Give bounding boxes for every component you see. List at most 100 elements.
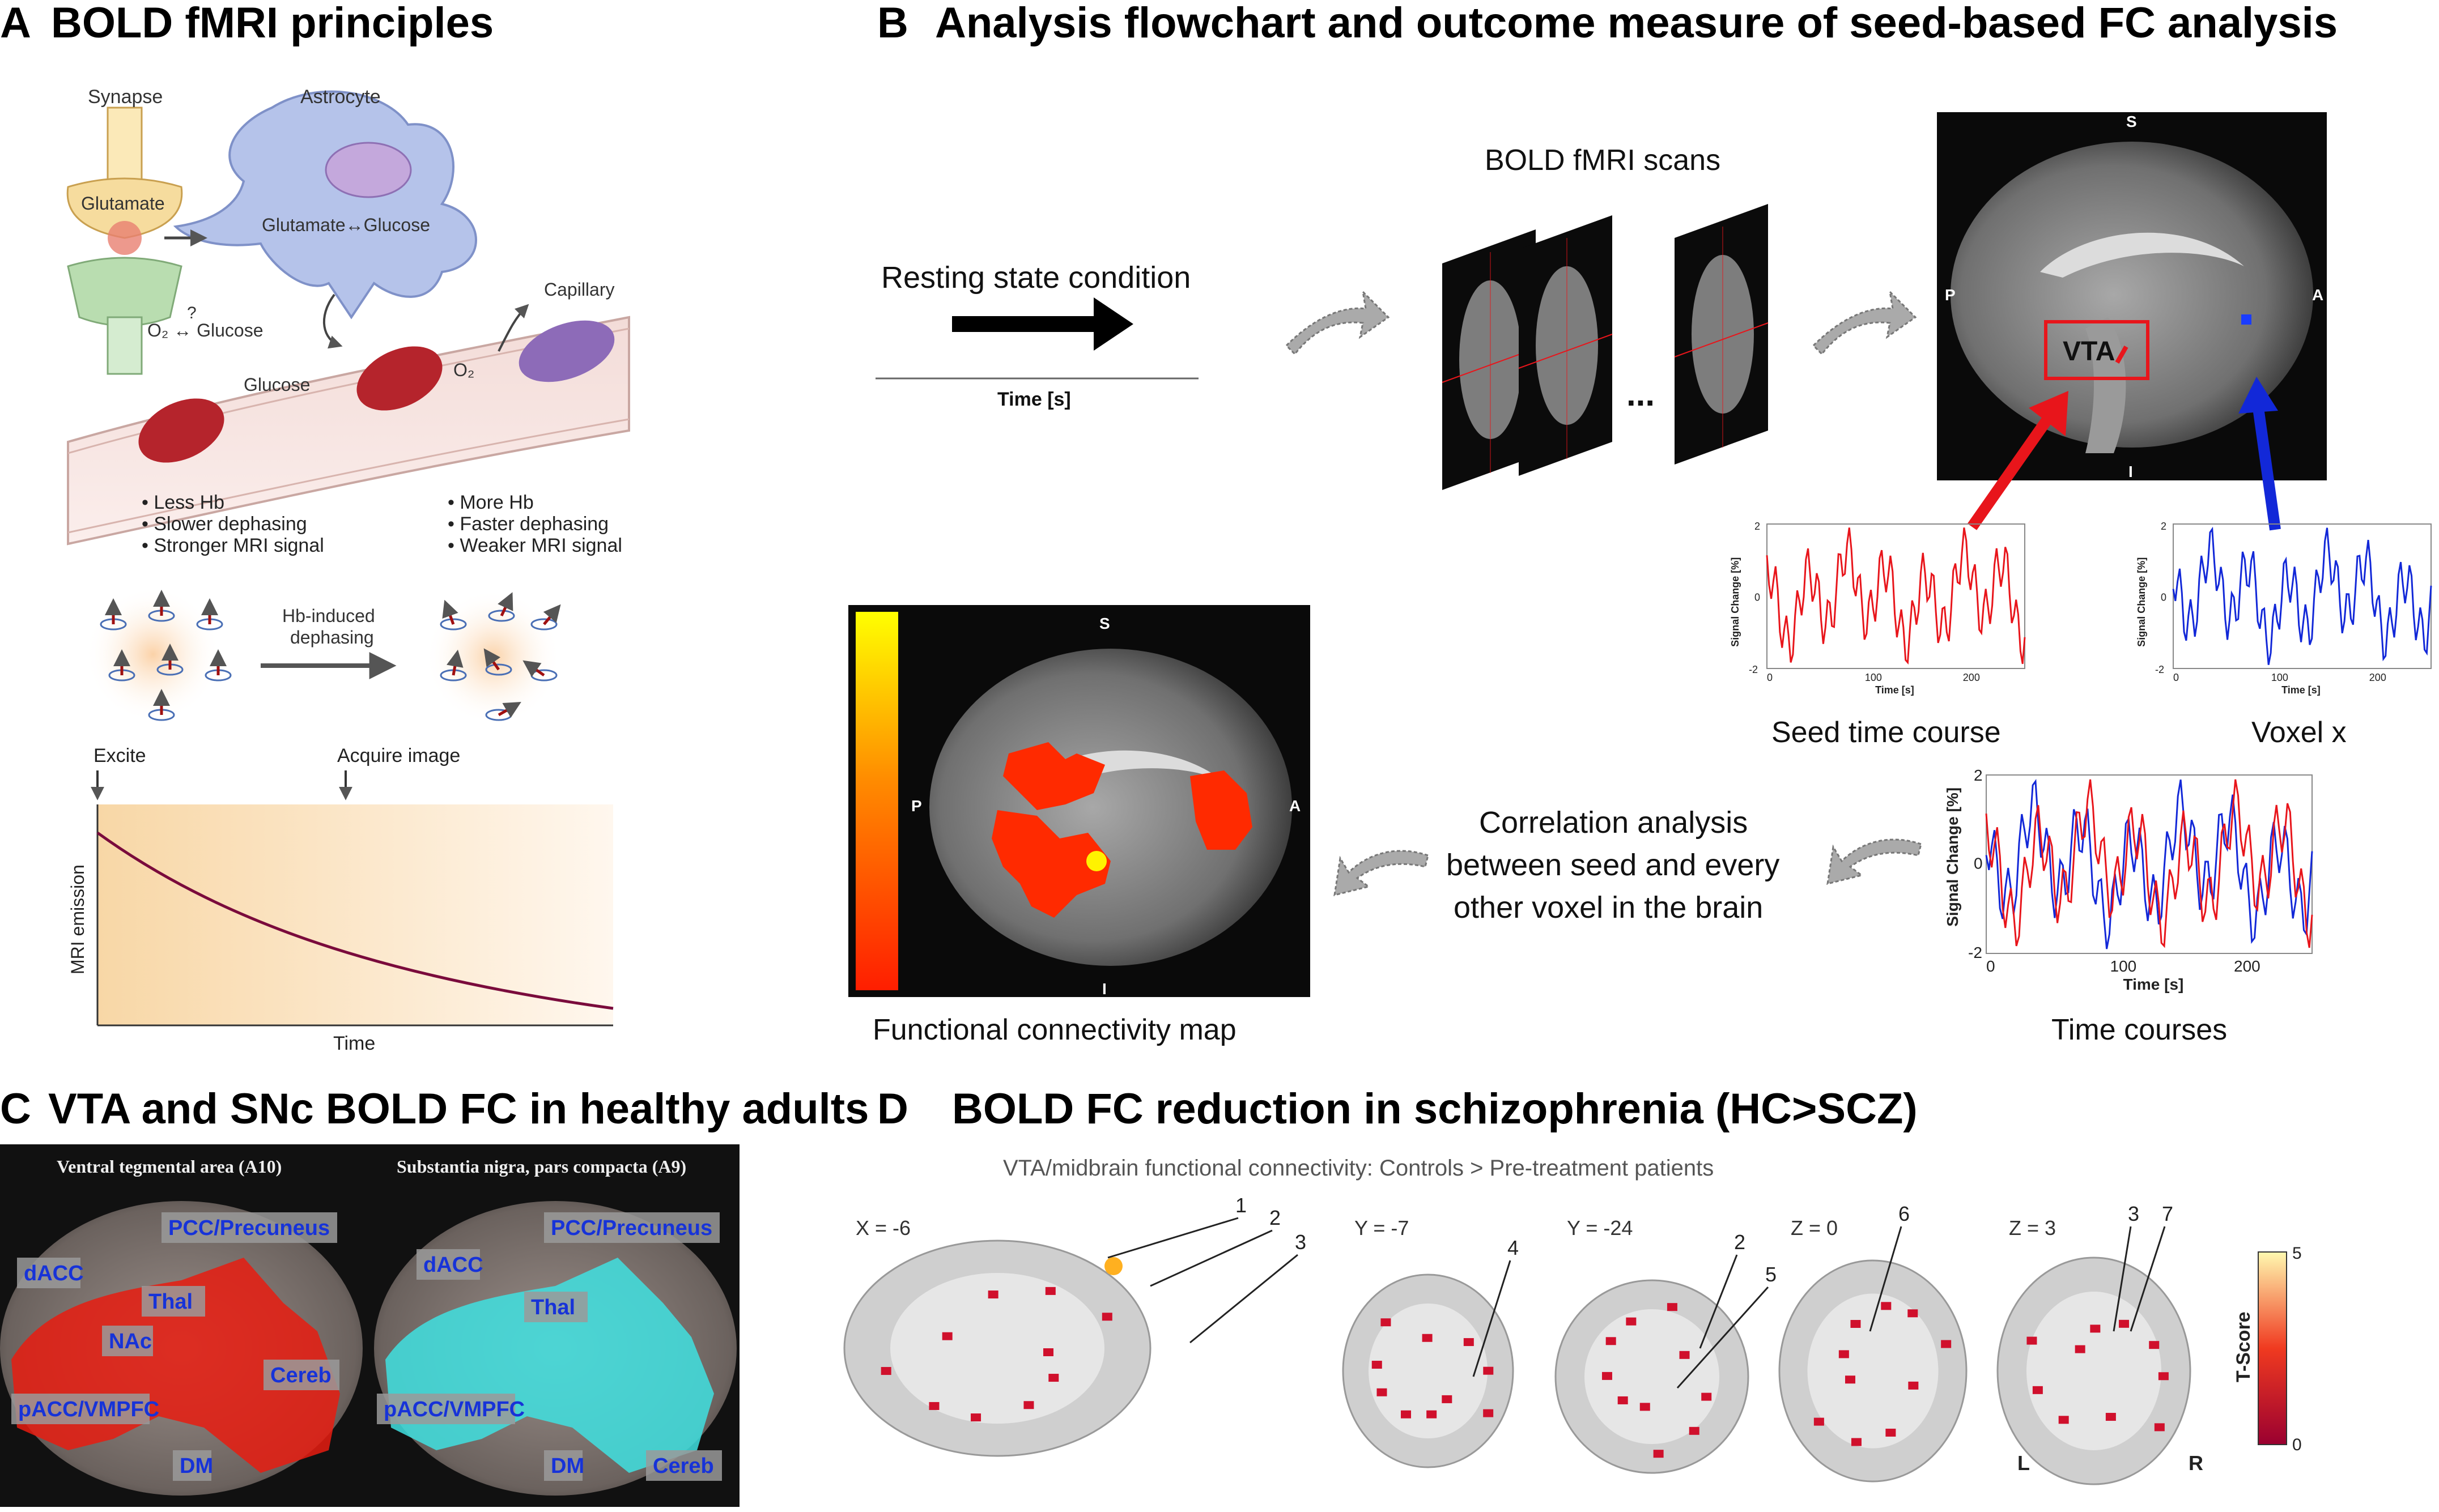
svg-text:• Weaker MRI signal: • Weaker MRI signal <box>448 535 622 556</box>
x-axis-label: Time [s] <box>1875 684 1914 696</box>
activation-blob <box>1483 1409 1494 1417</box>
activation-blob <box>1845 1375 1855 1384</box>
plot-frame <box>1986 774 2313 954</box>
slice-coordinate-label: Y = -24 <box>1567 1216 1633 1240</box>
synapse-icon <box>66 107 183 375</box>
activation-blob <box>1401 1410 1412 1419</box>
resting-arrow-head-icon <box>1094 297 1133 351</box>
question-mark: ? <box>187 304 197 322</box>
region-label-box <box>162 1212 337 1243</box>
x-tick-0: 0 <box>1767 672 1773 683</box>
region-label: DM <box>180 1454 213 1478</box>
y-axis-label: Signal Change [%] <box>1730 557 1741 647</box>
bold-scan-slice <box>1518 215 1613 476</box>
spin-arrow-icon <box>498 701 521 718</box>
y-tick-0: 0 <box>1754 592 1760 603</box>
fc-cluster <box>992 810 1111 918</box>
seed-brain-shape <box>1951 142 2313 448</box>
slice-coordinate-label: X = -6 <box>856 1216 911 1240</box>
activation-blob <box>971 1413 981 1422</box>
time-series-line <box>2172 526 2432 665</box>
panel-b-title: Analysis flowchart and outcome measure o… <box>935 0 2338 47</box>
callout-line <box>1189 1254 1298 1344</box>
region-label: dACC <box>24 1262 84 1285</box>
callout-number: 7 <box>2162 1202 2173 1225</box>
region-label: Thal <box>148 1290 193 1314</box>
svg-text:• More Hb: • More Hb <box>448 492 534 513</box>
activation-blob <box>1048 1374 1059 1382</box>
activation-blob <box>1371 1361 1382 1369</box>
activation-blob <box>1679 1351 1690 1359</box>
panel-a: A BOLD fMRI principles Synapse Astrocyte… <box>0 0 630 1054</box>
vta-box <box>2044 320 2149 380</box>
activation-blob <box>1667 1303 1677 1311</box>
region-label: NAc <box>109 1330 152 1353</box>
panel-d-title: BOLD FC reduction in schizophrenia (HC>S… <box>952 1085 1918 1133</box>
activation-blob <box>2154 1423 2165 1432</box>
activation-blob <box>1601 1372 1612 1380</box>
activation-blob <box>1885 1428 1896 1437</box>
spin-glow-left <box>85 586 221 722</box>
snc-header: Substantia nigra, pars compacta (A9) <box>397 1156 686 1177</box>
y-tick-neg2: -2 <box>1749 664 1758 675</box>
callout-number: 3 <box>2128 1202 2139 1225</box>
y-tick-neg2: -2 <box>2155 664 2164 675</box>
emission-plot-area <box>97 804 613 1025</box>
y-tick-2: 2 <box>1974 766 1983 784</box>
activation-blob <box>1908 1381 1919 1390</box>
activation-blob <box>2058 1416 2069 1424</box>
region-label-box <box>102 1326 153 1356</box>
voxel-arrow-shaft <box>2253 407 2281 531</box>
y-tick-0: 0 <box>1974 855 1983 872</box>
t-score-max: 5 <box>2292 1244 2302 1263</box>
activation-blob <box>1626 1317 1637 1326</box>
bold-scan-slice <box>1674 204 1769 465</box>
spins-aligned-icon <box>100 590 232 721</box>
region-label: Cereb <box>653 1454 714 1478</box>
svg-text:• Less Hb: • Less Hb <box>142 492 224 513</box>
activation-blob <box>1023 1401 1034 1409</box>
callout-number: 2 <box>1734 1230 1745 1254</box>
brain-slice <box>1554 1279 1749 1474</box>
callout-number: 6 <box>1898 1202 1910 1225</box>
region-label-box <box>142 1286 205 1317</box>
activation-blob <box>1442 1395 1452 1403</box>
activation-blob <box>1639 1403 1650 1411</box>
correlation-line-3: other voxel in the brain <box>1454 891 1763 925</box>
panel-a-letter: A <box>0 0 31 47</box>
glutamate-label: Glutamate <box>81 193 165 214</box>
activation-blob <box>1463 1338 1474 1347</box>
flow-arrow-4-icon <box>1333 850 1429 897</box>
y-axis-label: Signal Change [%] <box>2136 557 2147 647</box>
region-label: pACC/VMPFC <box>18 1398 159 1421</box>
activation-blob <box>1813 1417 1824 1426</box>
spin-arrow-icon <box>483 648 501 671</box>
left-label: L <box>2017 1451 2030 1475</box>
scan-ellipsis: ... <box>1626 375 1655 413</box>
activation-blob <box>988 1290 998 1299</box>
capillary-label: Capillary <box>544 279 614 300</box>
red-blood-cell-icon <box>138 398 224 463</box>
t-score-label: T-Score <box>2233 1311 2254 1382</box>
region-label: Cereb <box>270 1364 332 1387</box>
callout-line <box>1699 1254 1738 1349</box>
synapse-label: Synapse <box>88 86 163 108</box>
activation-blob <box>1045 1287 1056 1295</box>
corpus-callosum <box>2040 232 2244 278</box>
flow-arrow-1-icon <box>1285 289 1390 356</box>
spin-arrow-icon <box>447 649 464 676</box>
region-label: pACC/VMPFC <box>384 1398 525 1421</box>
arrow-icon <box>498 304 529 352</box>
panel-b-letter: B <box>877 0 908 47</box>
panel-c: C VTA and SNc BOLD FC in healthy adults … <box>0 1085 869 1507</box>
x-tick-200: 200 <box>1963 672 1980 683</box>
x-tick-100: 100 <box>1865 672 1882 683</box>
activation-blob <box>2149 1341 2160 1349</box>
plot-frame <box>1766 523 2025 669</box>
callout-number: 5 <box>1765 1263 1777 1286</box>
region-label-box <box>544 1212 720 1243</box>
region-label-box <box>173 1450 211 1481</box>
